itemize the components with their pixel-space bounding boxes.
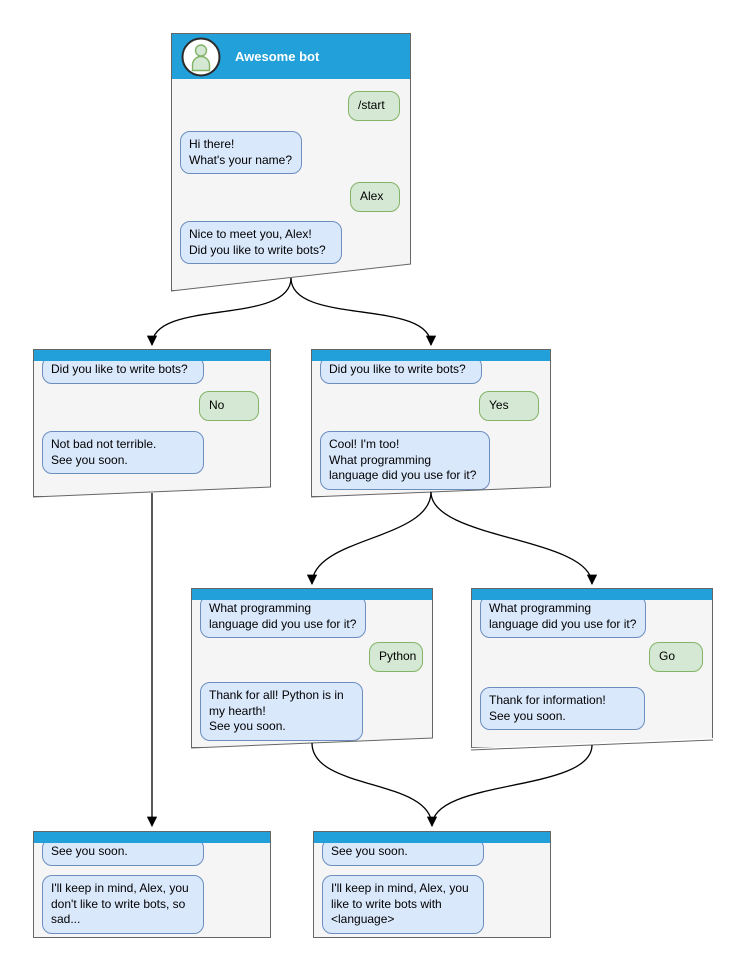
bot-title: Awesome bot [235,49,320,64]
bot-avatar-icon [181,37,221,76]
bot-message: Thank for information! See you soon. [480,687,645,731]
edge-main-to-yes [290,277,437,347]
chat-header: Awesome bot [172,34,410,79]
user-message: Python [369,642,423,672]
bot-message: Hi there! What's your name? [180,131,302,175]
edge-python-to-end [311,742,438,828]
edge-go-to-end [431,744,593,827]
user-message: Yes [479,391,539,421]
chat-window-end-yes: See you soon. I'll keep in mind, Alex, y… [313,831,551,938]
user-message: Alex [350,182,400,212]
bot-message: Not bad not terrible. See you soon. [42,431,204,475]
chat-header-strip [312,350,550,361]
bot-message: What programming language did you use fo… [480,595,646,639]
chat-window-yes-branch: Did you like to write bots? Yes Cool! I'… [311,349,551,497]
chat-header-strip [192,589,432,600]
chat-window-go-branch: What programming language did you use fo… [471,588,713,748]
bot-message: I'll keep in mind, Alex, you like to wri… [322,875,484,934]
user-message: Go [649,642,703,672]
chat-header-strip [34,350,270,361]
edge-yes-to-python [306,491,432,586]
bot-message: Nice to meet you, Alex! Did you like to … [180,221,342,265]
user-message: /start [348,91,400,121]
chat-window-main: Awesome bot /start Hi there! What's your… [171,33,411,291]
chat-header-strip [34,832,270,843]
chat-window-no-branch: Did you like to write bots? No Not bad n… [33,349,271,497]
chat-header-strip [472,589,712,600]
bot-message: Cool! I'm too! What programming language… [320,431,490,490]
bot-message: I'll keep in mind, Alex, you don't like … [42,875,204,934]
user-message: No [199,391,259,421]
bot-message: Thank for all! Python is in my hearth! S… [200,682,363,741]
chat-header-strip [314,832,550,843]
chat-window-end-no: See you soon. I'll keep in mind, Alex, y… [33,831,271,938]
edge-yes-to-go [430,491,598,586]
bot-message: What programming language did you use fo… [200,595,366,639]
chat-window-python-branch: What programming language did you use fo… [191,588,433,748]
